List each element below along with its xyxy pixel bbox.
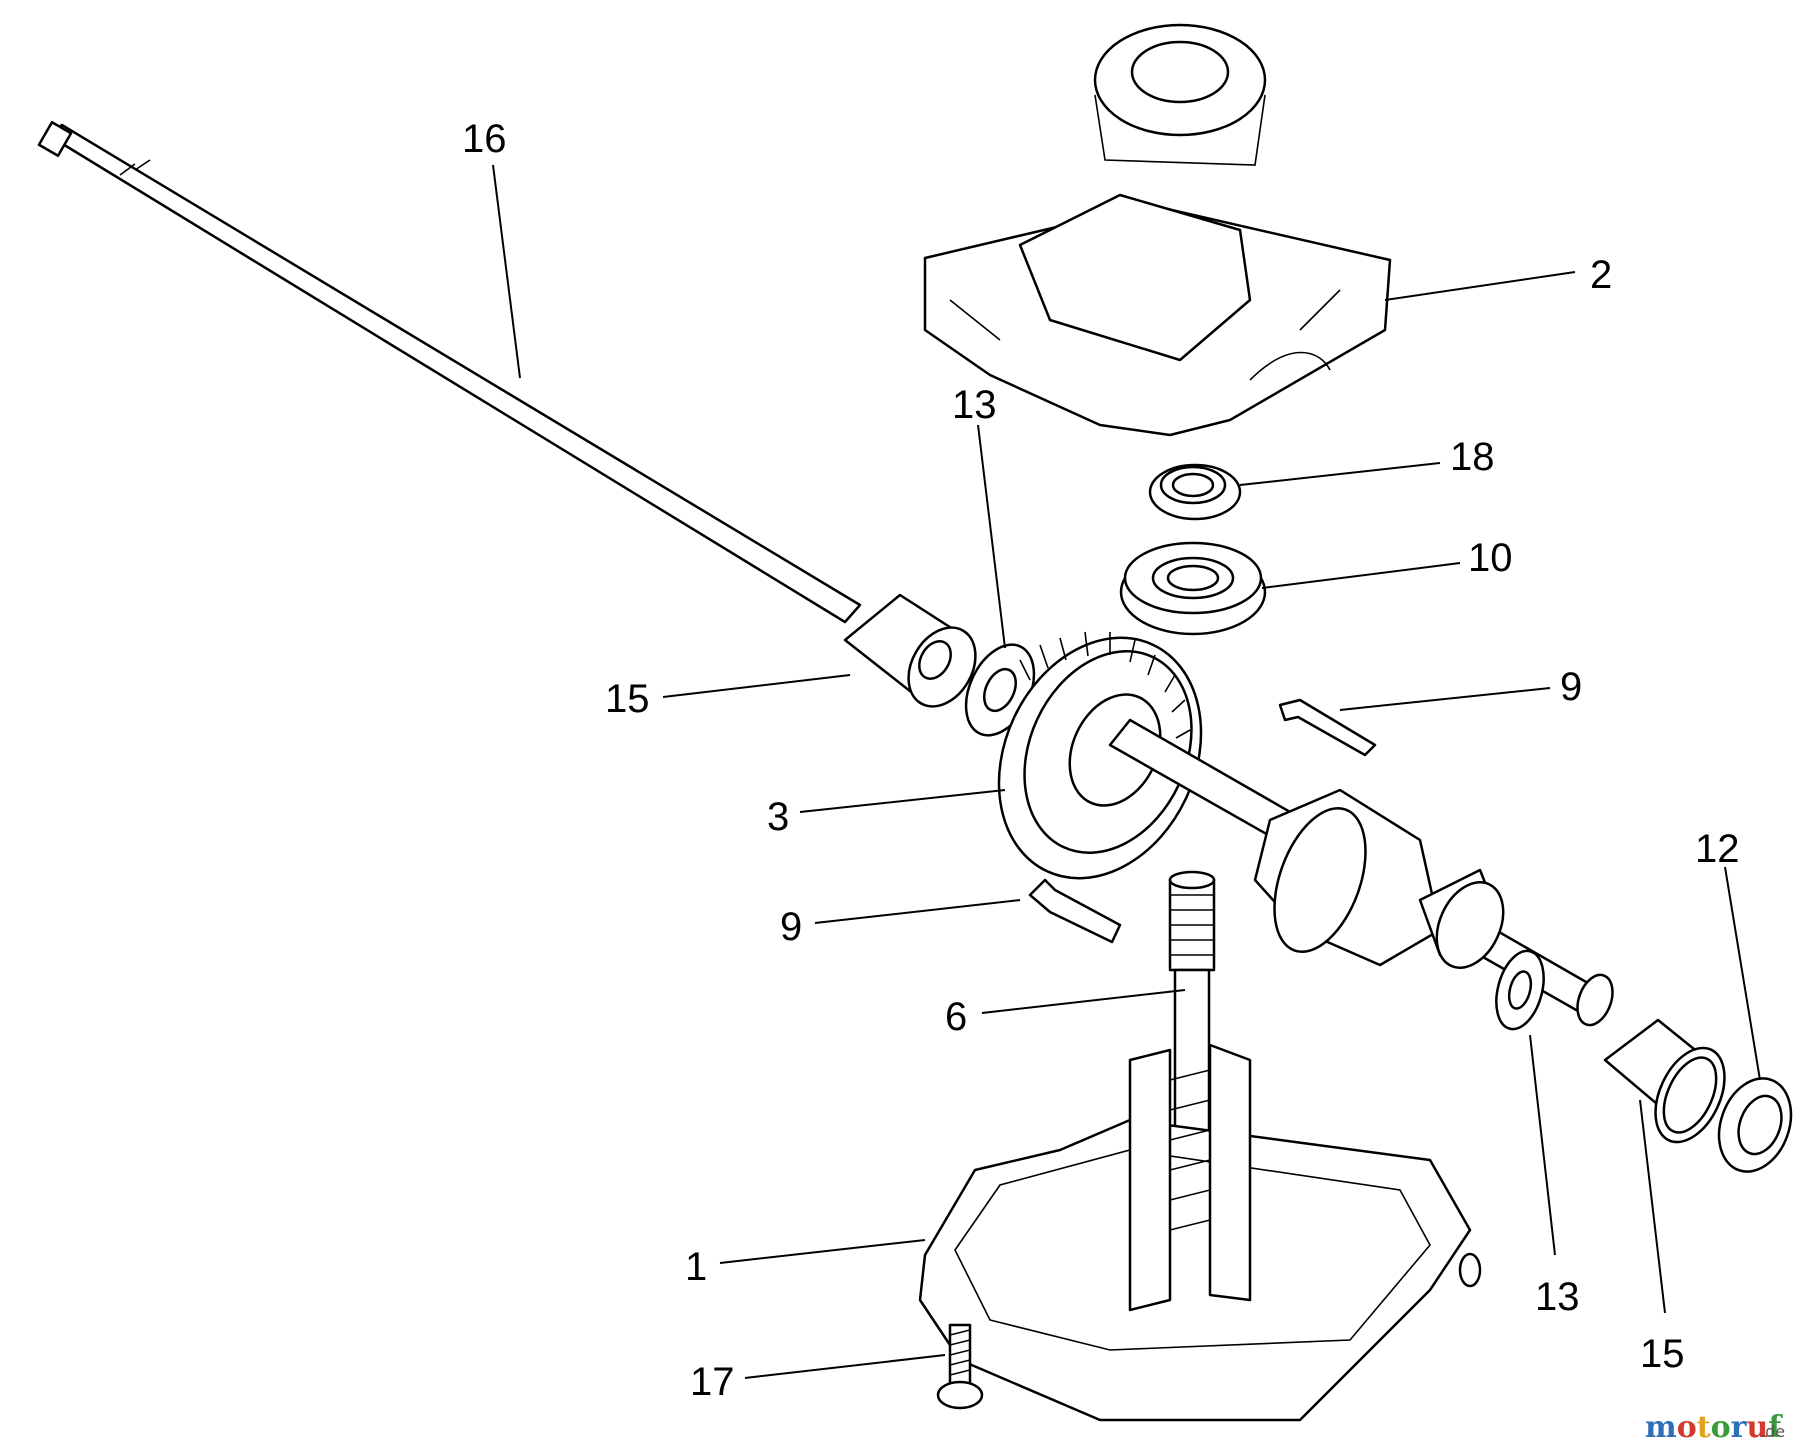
leader-lines [492, 164, 1761, 1379]
leader-3 [799, 789, 1006, 813]
callout-3: 3 [767, 795, 789, 839]
part-2-upper-housing [923, 23, 1392, 437]
wm-letter: o [1711, 1410, 1731, 1445]
part-16-drive-shaft [37, 120, 862, 624]
leader-1 [719, 1239, 926, 1264]
part-17-screw [936, 1323, 984, 1410]
leader-15a [662, 674, 851, 698]
leader-2 [1384, 271, 1576, 301]
part-10-bearing [1119, 541, 1267, 636]
callout-13-lower: 13 [1535, 1275, 1580, 1319]
leader-13b [1529, 1034, 1556, 1256]
callout-18: 18 [1450, 435, 1495, 479]
leader-9a [1339, 687, 1551, 711]
leader-17 [744, 1354, 946, 1379]
part-9-key-lower [1028, 878, 1122, 944]
callout-2: 2 [1590, 253, 1612, 297]
callout-10: 10 [1468, 536, 1513, 580]
callout-16: 16 [462, 117, 507, 161]
leader-12 [1724, 866, 1761, 1081]
part-1-lower-housing [918, 1043, 1482, 1422]
wm-letter: m [1645, 1410, 1677, 1445]
watermark-logo: motoruf .de [1645, 1410, 1785, 1445]
callout-12: 12 [1695, 827, 1740, 871]
wm-letter: t [1697, 1410, 1711, 1445]
callout-1: 1 [685, 1245, 707, 1289]
part-12-seal [1717, 1077, 1793, 1173]
callout-labels: 16 2 13 18 10 15 9 3 12 9 6 1 13 15 17 [462, 117, 1740, 1404]
leader-18 [1239, 462, 1441, 486]
callout-9-lower: 9 [780, 905, 802, 949]
part-9-key-upper [1278, 698, 1377, 757]
leader-9b [814, 899, 1021, 924]
leader-15b [1639, 1099, 1666, 1314]
watermark-suffix: .de [1760, 1422, 1785, 1441]
callout-15-upper: 15 [605, 677, 650, 721]
leader-10 [1261, 562, 1461, 589]
svg-text:motoruf: motoruf [1645, 1410, 1783, 1445]
leader-13a [977, 424, 1006, 649]
part-15-bushing-lower [1603, 1018, 1726, 1144]
part-13-washer-lower [1495, 949, 1545, 1031]
part-3-worm-gear [997, 631, 1203, 880]
callout-13-upper: 13 [952, 383, 997, 427]
part-15-bushing-upper [843, 593, 977, 708]
callout-15-lower: 15 [1640, 1332, 1685, 1376]
wm-letter: o [1677, 1410, 1697, 1445]
wm-letter: u [1746, 1410, 1768, 1445]
callout-9-upper: 9 [1560, 665, 1582, 709]
part-output-shaft [1108, 718, 1614, 1027]
callout-6: 6 [945, 995, 967, 1039]
part-18-bearing [1148, 463, 1242, 521]
wm-letter: f [1768, 1410, 1783, 1445]
wm-letter: r [1731, 1410, 1748, 1445]
leader-16 [492, 164, 521, 379]
leader-6 [981, 989, 1186, 1014]
callout-17: 17 [690, 1360, 735, 1404]
